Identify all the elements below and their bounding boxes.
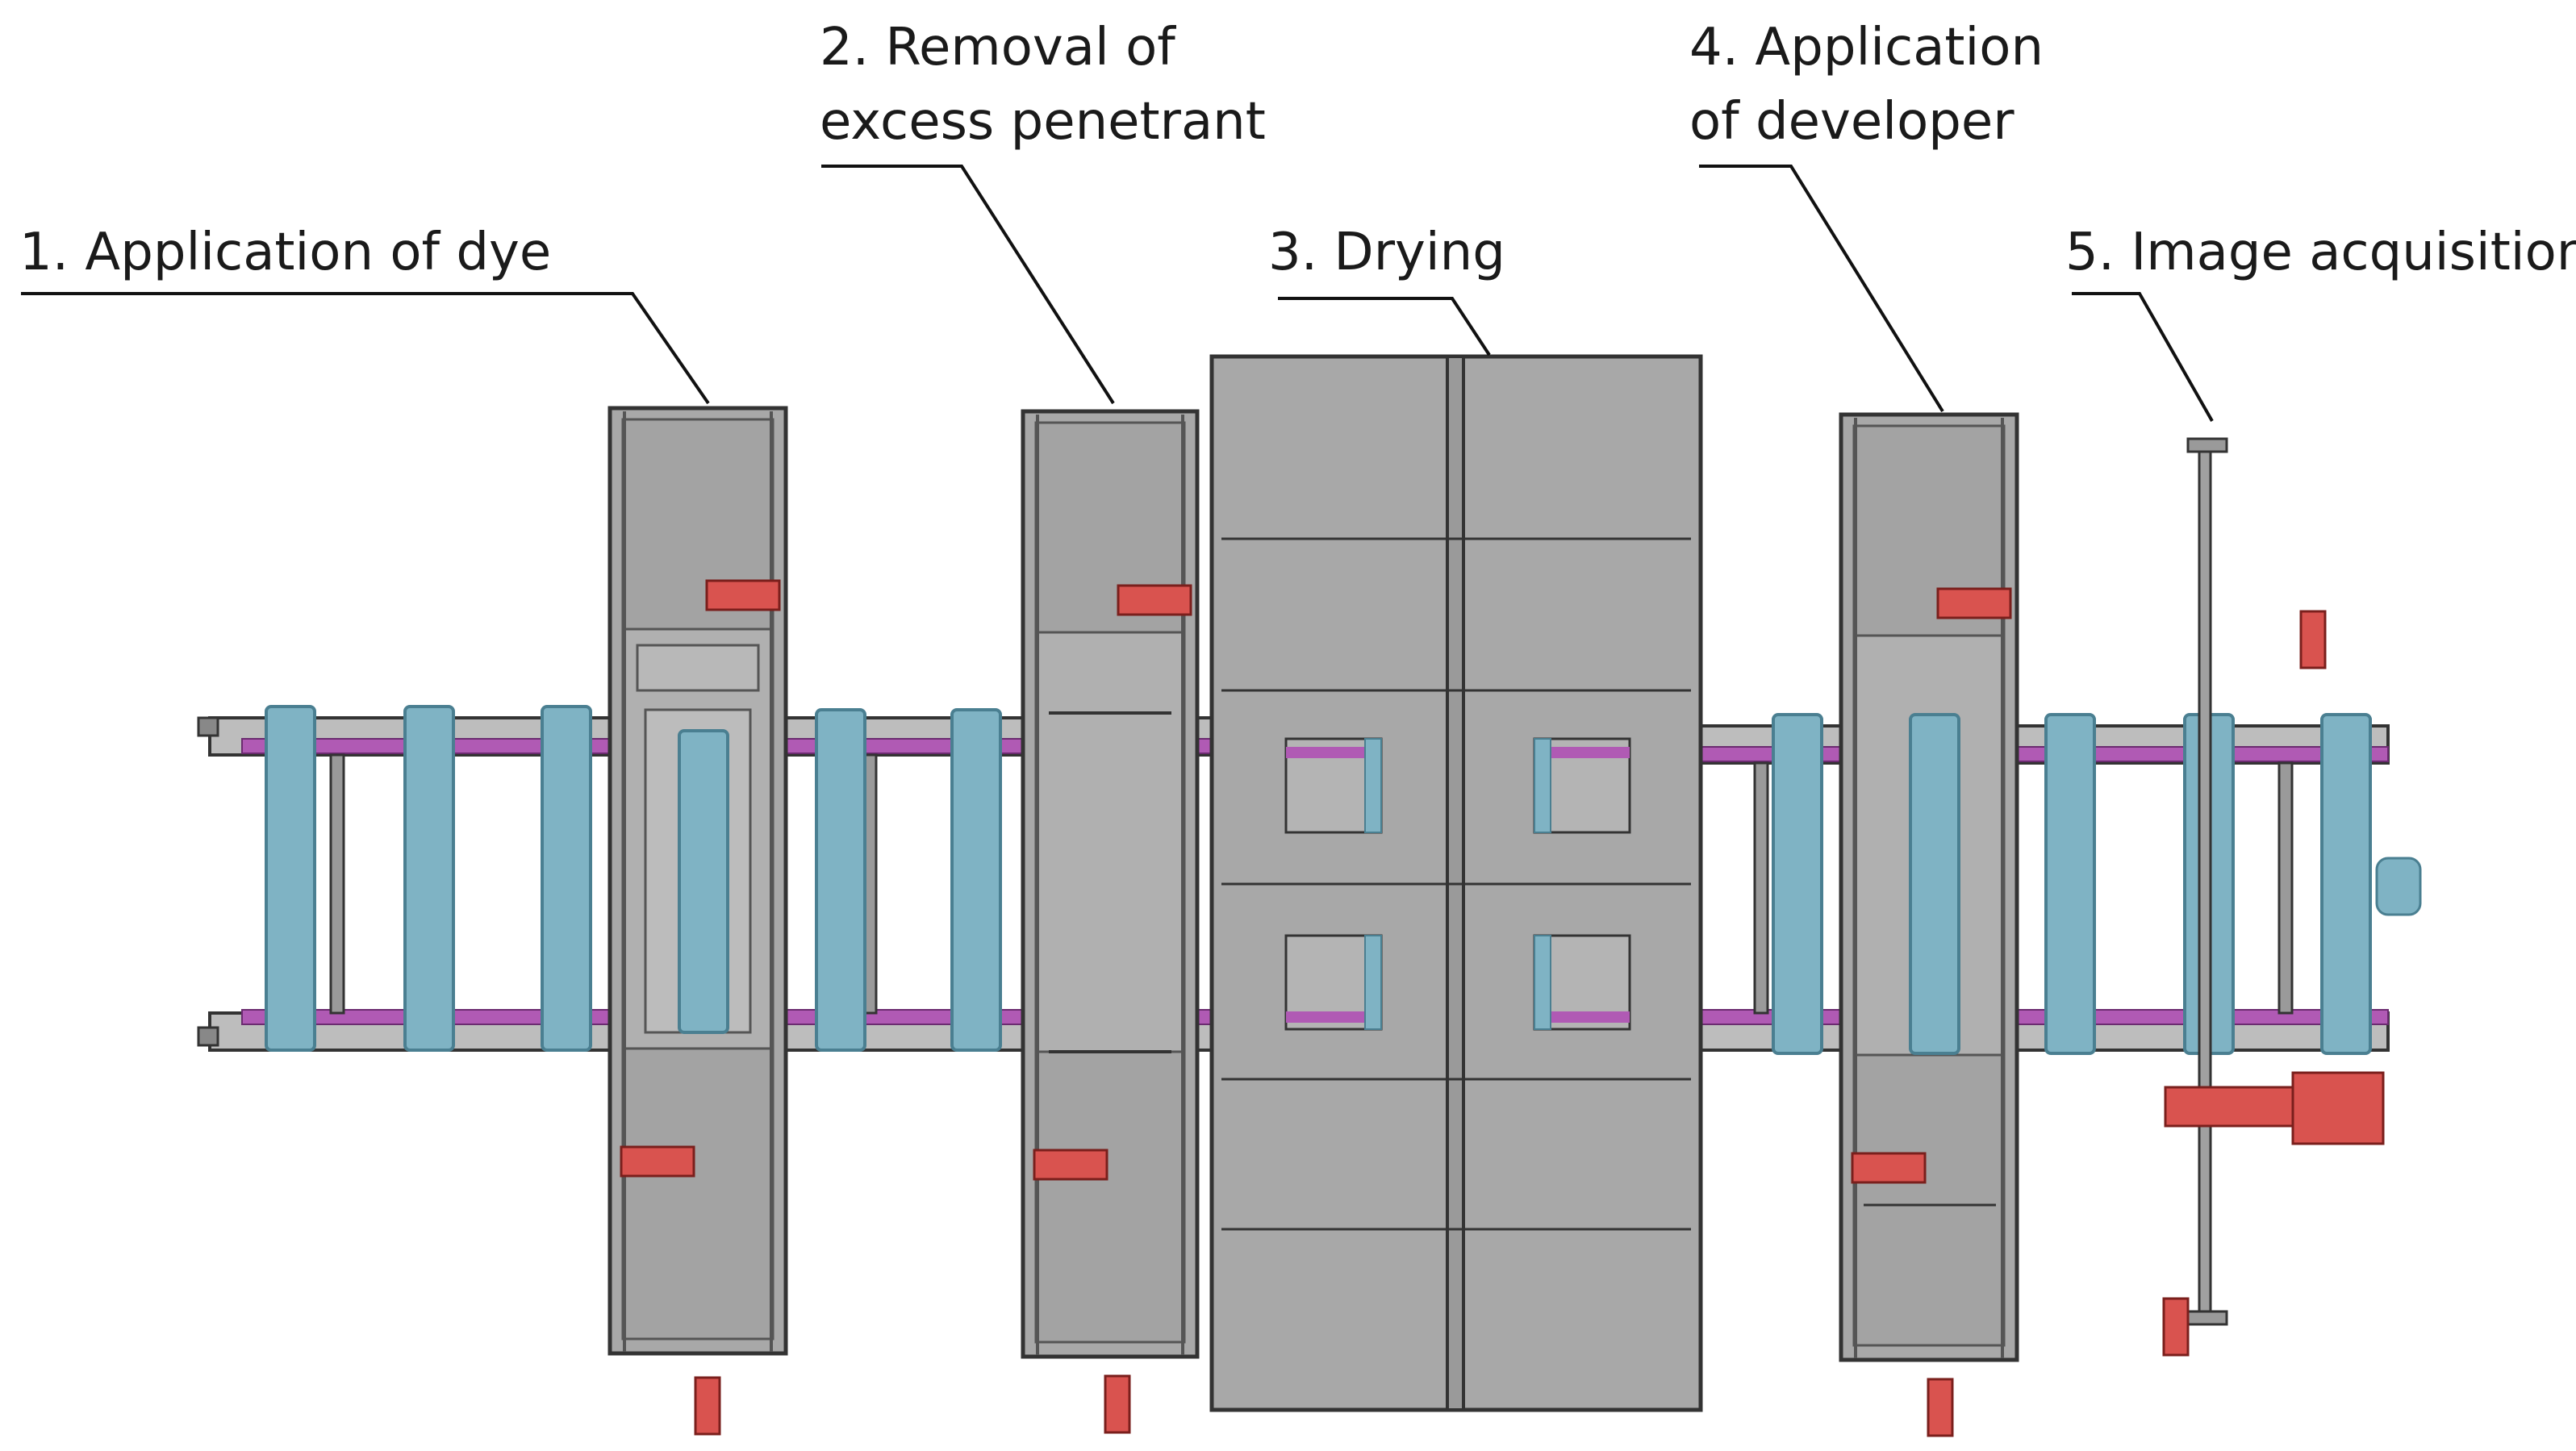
motor-icon [1936,587,2012,619]
motor-icon [2291,1071,2385,1145]
camera-icon [2375,857,2422,916]
label-step-4-line-1: 4. Application [1689,18,2044,77]
station-imaging [2162,437,2422,1357]
station-drying [1209,354,1703,1412]
label-step-5: 5. Image acquisition [2065,223,2576,282]
motor-icon [2299,610,2327,669]
roller [541,705,592,1052]
motor-icon [694,1376,721,1436]
station-removal [1021,409,1200,1434]
rollers [265,705,2372,1055]
roller [678,729,729,1034]
motor-icon [1851,1152,1927,1184]
motor-icon [1117,584,1192,616]
motor-icon [2164,1086,2296,1128]
label-step-1: 1. Application of dye [19,223,551,282]
motor-icon [2162,1297,2190,1357]
roller [1772,713,1823,1055]
motor-icon [1033,1149,1108,1181]
roller [950,708,1002,1052]
label-step-2-line-1: 2. Removal of [820,18,1176,77]
roller [265,705,316,1052]
roller [1909,713,1960,1055]
label-step-2-line-2: excess penetrant [820,92,1266,152]
motor-icon [705,579,781,611]
leader-lines [21,165,2214,422]
label-step-4-line-2: of developer [1689,92,2014,152]
label-step-3: 3. Drying [1268,223,1505,282]
roller [2320,713,2372,1055]
motor-icon [1104,1374,1131,1434]
roller [815,708,866,1052]
roller [2044,713,2096,1055]
motor-icon [620,1145,695,1178]
roller [403,705,455,1052]
motor-icon [1927,1378,1954,1437]
labels: 1. Application of dye 2. Removal of exce… [19,18,2576,282]
